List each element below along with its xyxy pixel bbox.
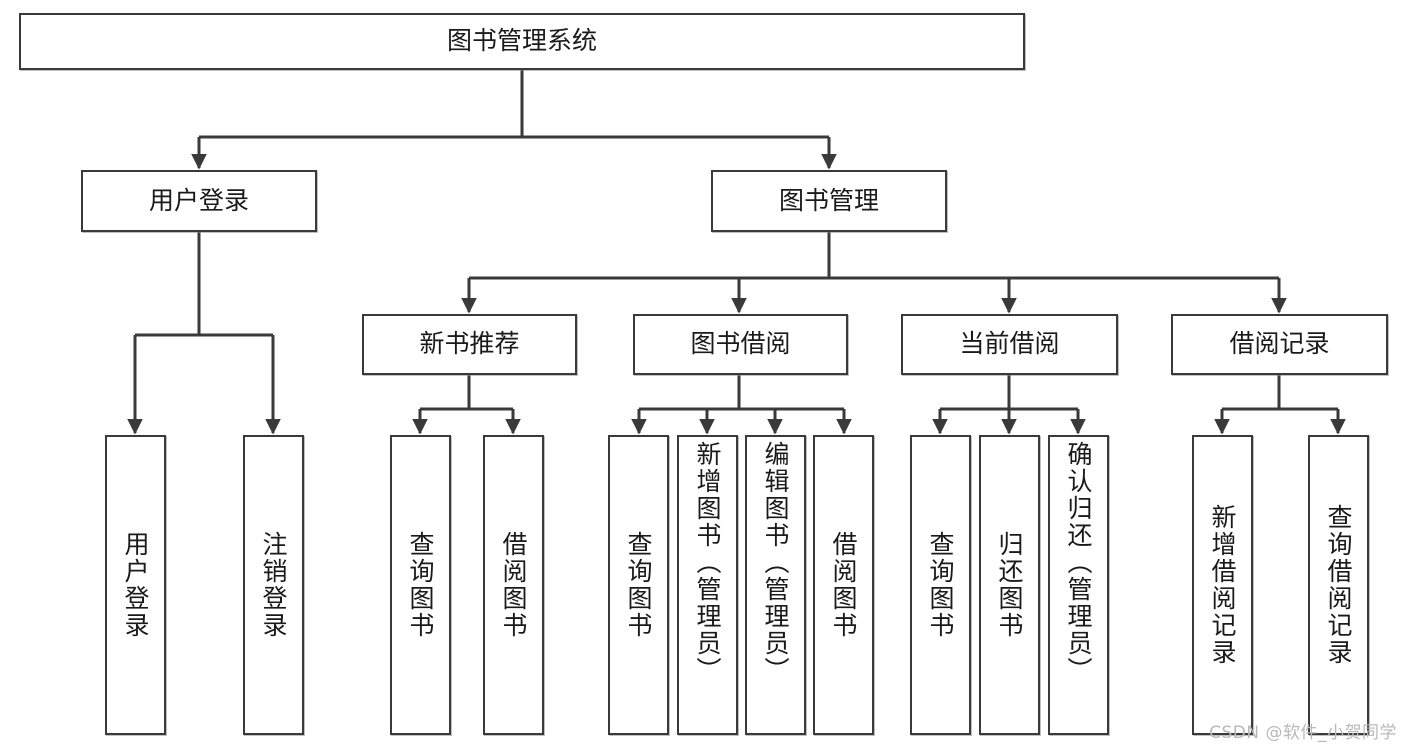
node-label: 查询图书 (624, 531, 653, 639)
leaf-user-login-logout[interactable]: 注销登录 (243, 435, 304, 735)
leaf-user-login-login[interactable]: 用户登录 (105, 435, 166, 735)
leaf-book-borrow-edit-book-admin[interactable]: 编辑图书（管理员） (745, 435, 806, 735)
node-label: 借阅记录 (1229, 329, 1330, 359)
node-label: 新书推荐 (419, 329, 520, 359)
node-label: 查询借阅记录 (1324, 504, 1353, 666)
leaf-new-books-borrow-book[interactable]: 借阅图书 (483, 435, 544, 735)
leaf-book-borrow-query-book[interactable]: 查询图书 (608, 435, 669, 735)
leaf-borrow-record-add-record[interactable]: 新增借阅记录 (1192, 435, 1253, 735)
node-label: 查询图书 (406, 531, 435, 639)
node-label: 图书借阅 (690, 329, 791, 359)
node-label: 查询图书 (926, 531, 955, 639)
leaf-current-borrow-return-book[interactable]: 归还图书 (979, 435, 1040, 735)
node-label: 用户登录 (121, 531, 150, 639)
watermark-text: CSDN @软件_小贺同学 (1209, 723, 1397, 743)
node-label: 图书管理系统 (446, 26, 597, 56)
node-label: 归还图书 (995, 531, 1024, 639)
node-book-management[interactable]: 图书管理 (711, 170, 947, 232)
leaf-current-borrow-confirm-return-admin[interactable]: 确认归还（管理员） (1048, 435, 1109, 735)
node-label: 确认归还（管理员） (1064, 441, 1093, 684)
node-label: 新增图书（管理员） (693, 441, 722, 684)
node-borrowing-record[interactable]: 借阅记录 (1171, 314, 1388, 375)
node-label: 新增借阅记录 (1208, 504, 1237, 666)
node-current-borrowing[interactable]: 当前借阅 (901, 314, 1118, 375)
leaf-book-borrow-borrow-book[interactable]: 借阅图书 (813, 435, 874, 735)
node-label: 用户登录 (148, 185, 249, 215)
node-label: 注销登录 (259, 531, 288, 639)
node-book-borrowing[interactable]: 图书借阅 (633, 314, 848, 375)
leaf-current-borrow-query-book[interactable]: 查询图书 (910, 435, 971, 735)
node-label: 借阅图书 (499, 531, 528, 639)
node-user-login[interactable]: 用户登录 (81, 170, 317, 232)
node-new-book-recommendation[interactable]: 新书推荐 (362, 314, 577, 375)
leaf-borrow-record-query-record[interactable]: 查询借阅记录 (1308, 435, 1369, 735)
leaf-book-borrow-add-book-admin[interactable]: 新增图书（管理员） (677, 435, 738, 735)
node-root-book-management-system[interactable]: 图书管理系统 (19, 13, 1025, 70)
leaf-new-books-query-book[interactable]: 查询图书 (390, 435, 451, 735)
node-label: 借阅图书 (829, 531, 858, 639)
node-label: 图书管理 (778, 185, 879, 215)
node-label: 编辑图书（管理员） (761, 441, 790, 684)
node-label: 当前借阅 (959, 329, 1060, 359)
